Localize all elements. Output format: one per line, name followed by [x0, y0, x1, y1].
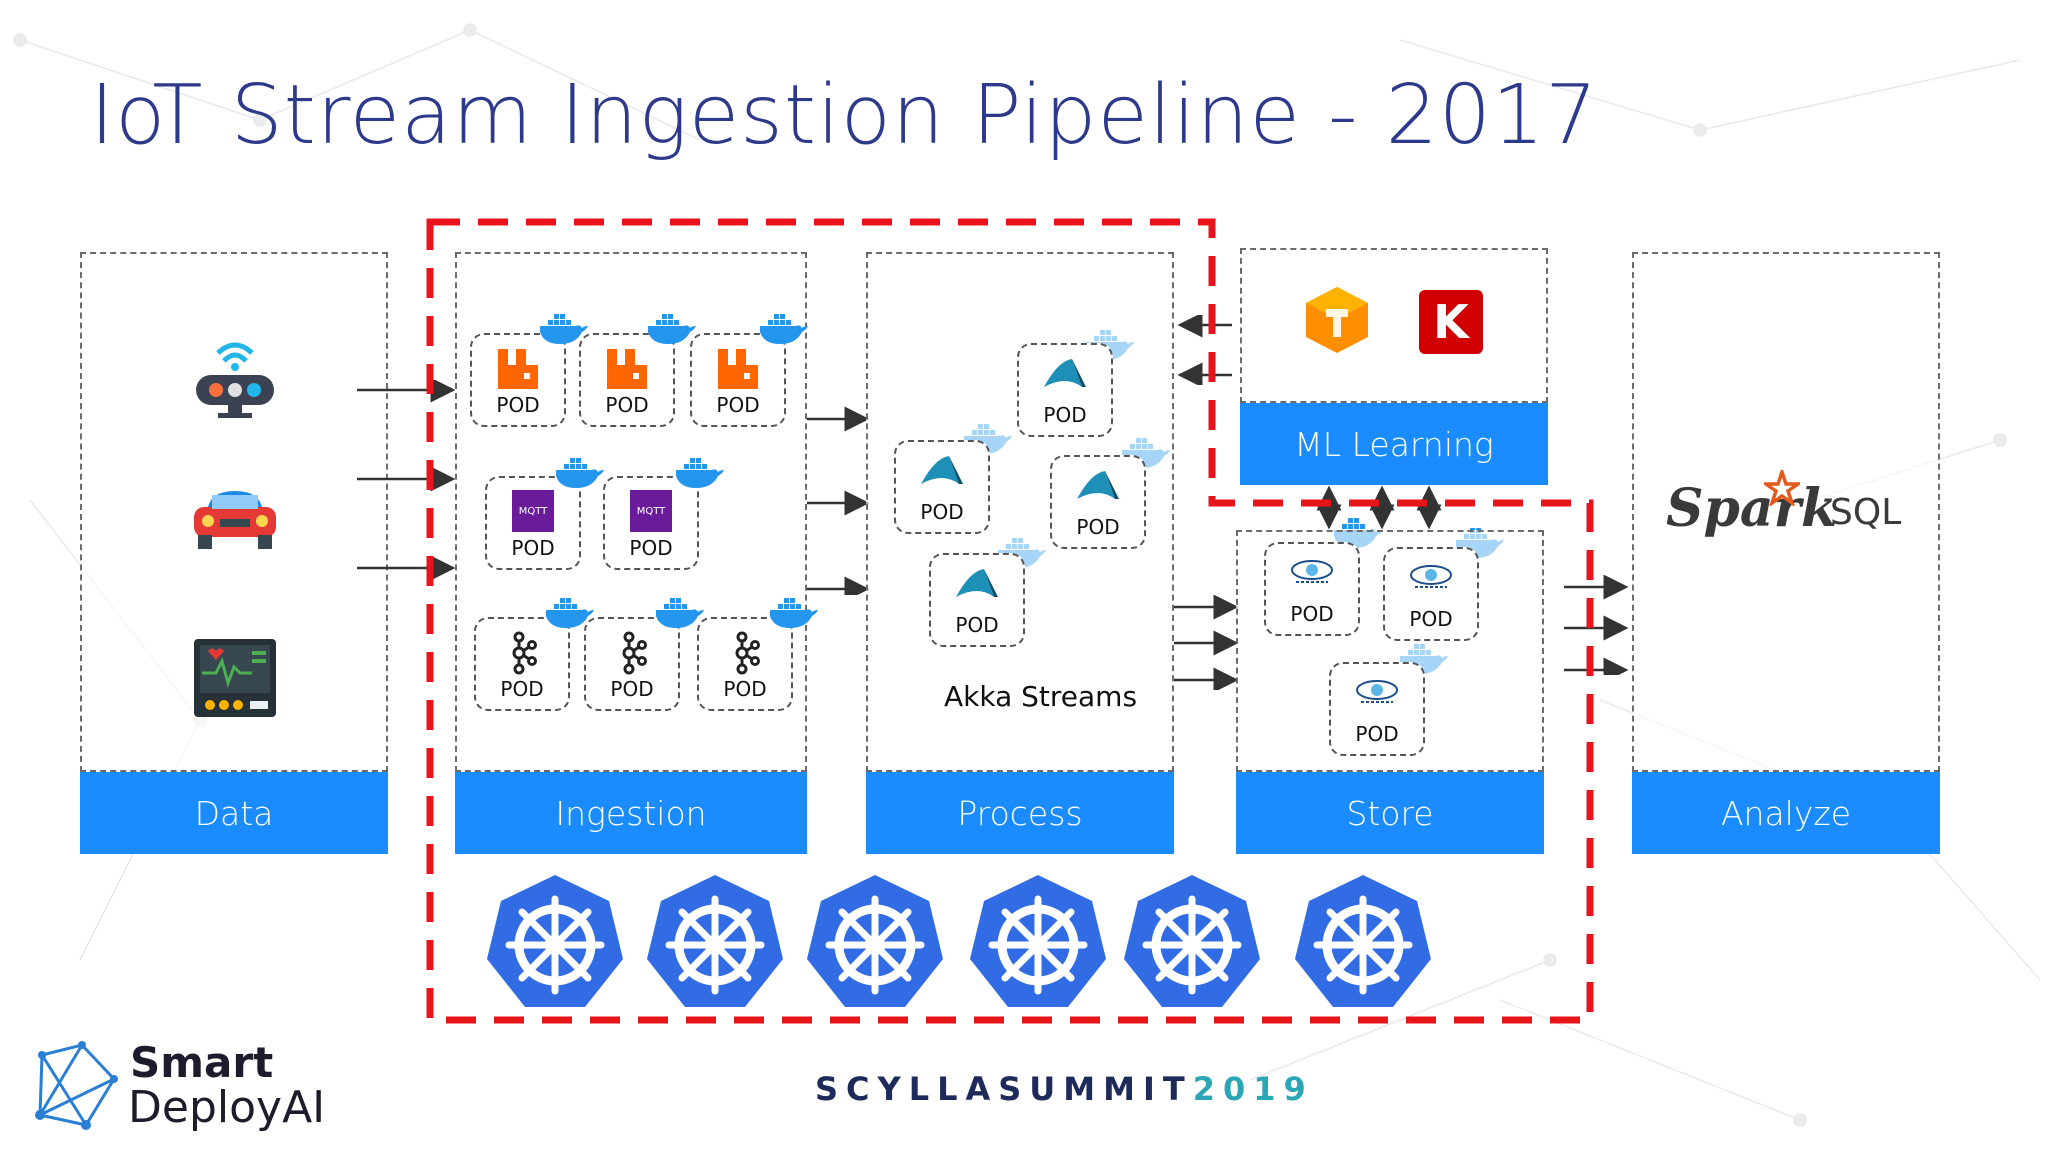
kafka-icon [622, 631, 647, 675]
sql-logo-text: SQL [1830, 492, 1902, 533]
scylla-eye-icon [1410, 565, 1452, 588]
rabbitmq-pod: POD [470, 333, 566, 427]
akka-icon [956, 569, 998, 597]
pod-label: POD [605, 393, 649, 417]
ml-stage-box [1240, 248, 1548, 403]
ml-store-arrows [1316, 485, 1442, 530]
wifi-sensor-icon [196, 342, 274, 418]
rabbitmq-icon [498, 349, 538, 389]
brand-line-1: Smart [130, 1038, 274, 1087]
store-to-analyze-arrows [1564, 575, 1629, 675]
scylla-eye-icon [1291, 560, 1333, 583]
pod-label: POD [1290, 602, 1334, 626]
pod-label: POD [1076, 515, 1120, 539]
rabbitmq-pod: POD [690, 333, 786, 427]
akka-pod: POD [1017, 343, 1113, 437]
mqtt-text: MQTT [636, 505, 666, 517]
process-stage-label: Process [866, 772, 1174, 854]
pod-label: POD [716, 393, 760, 417]
brand-line-2: DeployAI [128, 1082, 326, 1133]
rabbitmq-pod: POD [579, 333, 675, 427]
akka-pod: POD [894, 440, 990, 534]
keras-icon: K [1419, 290, 1483, 354]
pod-label: POD [500, 677, 544, 701]
mqtt-text: MQTT [518, 505, 548, 517]
kafka-pod: POD [697, 617, 793, 711]
pod-label: POD [610, 677, 654, 701]
connected-car-icon [194, 491, 276, 549]
scylla-pod: POD [1383, 547, 1479, 641]
scylla-eye-icon [1356, 680, 1398, 703]
spark-star-icon [1764, 470, 1800, 506]
mqtt-pod: MQTT POD [485, 476, 581, 570]
kafka-icon [735, 631, 760, 675]
pod-label: POD [496, 393, 540, 417]
mqtt-icon: MQTT [630, 490, 672, 532]
akka-pod: POD [1050, 455, 1146, 549]
kafka-pod: POD [584, 617, 680, 711]
pod-label: POD [629, 536, 673, 560]
kafka-icon [512, 631, 537, 675]
akka-pod: POD [929, 553, 1025, 647]
keras-letter: K [1433, 295, 1469, 349]
scylla-pod: POD [1329, 662, 1425, 756]
pod-label: POD [723, 677, 767, 701]
spark-sql-logo: Spark SQL [1662, 470, 1912, 550]
analyze-stage-label: Analyze [1632, 772, 1940, 854]
ingestion-stage-label: Ingestion [455, 772, 807, 854]
pod-label: POD [511, 536, 555, 560]
rabbitmq-icon [607, 349, 647, 389]
tensorflow-icon [1306, 287, 1368, 353]
pod-label: POD [1043, 403, 1087, 427]
akka-icon [921, 456, 963, 484]
akka-streams-caption: Akka Streams [944, 680, 1138, 713]
rabbitmq-icon [718, 349, 758, 389]
spark-logo-text: Spark [1666, 478, 1838, 539]
akka-icon [1077, 471, 1119, 499]
kafka-pod: POD [474, 617, 570, 711]
slide-title: IoT Stream Ingestion Pipeline - 2017 [90, 68, 1599, 163]
ml-to-process-arrows [1177, 315, 1232, 385]
scylla-pod: POD [1264, 542, 1360, 636]
smartdeployai-logo-icon [35, 1041, 118, 1130]
data-to-ingestion-arrows [357, 380, 456, 580]
scylla-summit-logo: SCYLLASUMMIT2019 [815, 1070, 1314, 1108]
akka-icon [1044, 359, 1086, 387]
data-stage-label: Data [80, 772, 388, 854]
analyze-stage-box [1632, 252, 1940, 772]
ingestion-to-process-arrows [807, 406, 870, 595]
mqtt-icon: MQTT [512, 490, 554, 532]
pod-label: POD [955, 613, 999, 637]
pod-label: POD [920, 500, 964, 524]
health-monitor-icon [194, 639, 276, 717]
pod-label: POD [1409, 607, 1453, 631]
ml-stage-label: ML Learning [1240, 403, 1548, 485]
process-to-store-arrows [1174, 595, 1239, 690]
summit-year: 2019 [1192, 1070, 1314, 1108]
summit-prefix: SCYLLASUMMIT [815, 1070, 1193, 1108]
pod-label: POD [1355, 722, 1399, 746]
mqtt-pod: MQTT POD [603, 476, 699, 570]
store-stage-label: Store [1236, 772, 1544, 854]
